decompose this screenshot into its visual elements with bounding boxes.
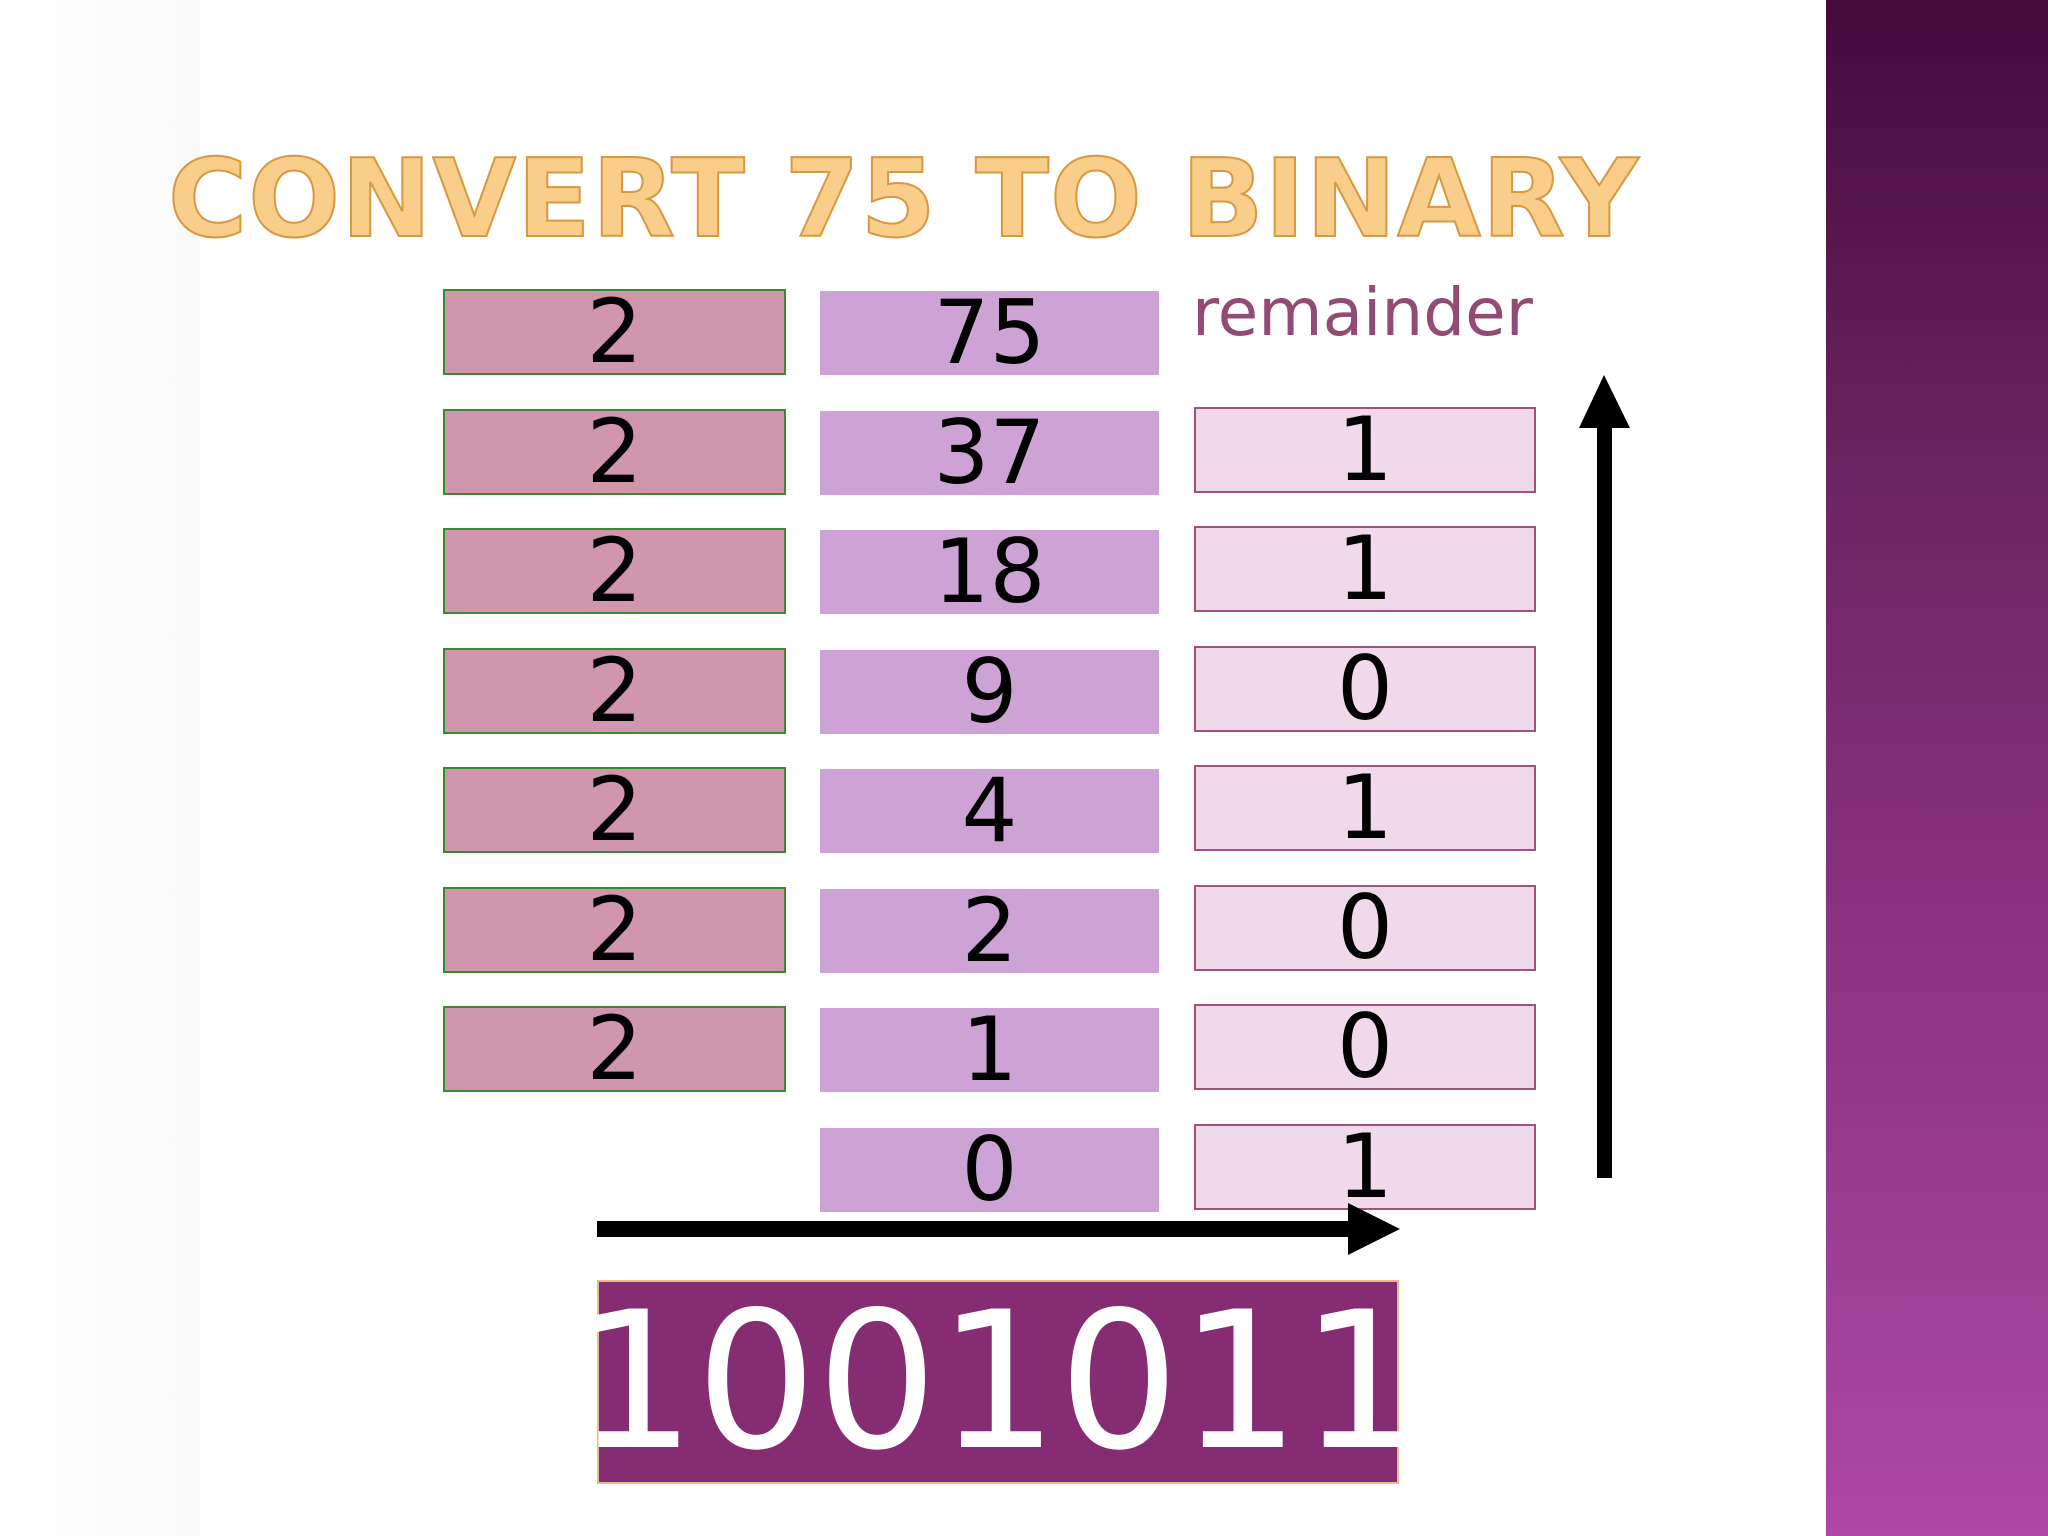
divisor-box: 2 (443, 527, 786, 615)
quotient-box: 18 (820, 528, 1159, 616)
divisor-box: 2 (443, 1005, 786, 1093)
remainder-box: 1 (1194, 1123, 1536, 1211)
divisor-box: 2 (443, 288, 786, 376)
quotient-box: 37 (820, 409, 1159, 497)
decorative-side-bar (1826, 0, 2048, 1536)
quotient-box: 75 (820, 289, 1159, 377)
remainder-box: 1 (1194, 406, 1536, 494)
up-arrow (1579, 375, 1630, 1178)
background-fade (0, 0, 200, 1536)
quotient-box: 4 (820, 767, 1159, 855)
remainder-box: 1 (1194, 764, 1536, 852)
remainder-box: 0 (1194, 884, 1536, 972)
divisor-box: 2 (443, 886, 786, 974)
remainder-label: remainder (1192, 274, 1533, 351)
quotient-box: 2 (820, 887, 1159, 975)
divisor-box: 2 (443, 647, 786, 735)
divisor-box: 2 (443, 766, 786, 854)
binary-result: 1001011 (574, 1271, 1422, 1492)
remainder-box: 1 (1194, 525, 1536, 613)
quotient-box: 1 (820, 1006, 1159, 1094)
quotient-box: 0 (820, 1126, 1159, 1214)
slide-title: CONVERT 75 TO BINARY (167, 137, 1640, 262)
quotient-box: 9 (820, 648, 1159, 736)
right-arrow (597, 1203, 1400, 1255)
remainder-box: 0 (1194, 645, 1536, 733)
remainder-box: 0 (1194, 1003, 1536, 1091)
divisor-box: 2 (443, 408, 786, 496)
